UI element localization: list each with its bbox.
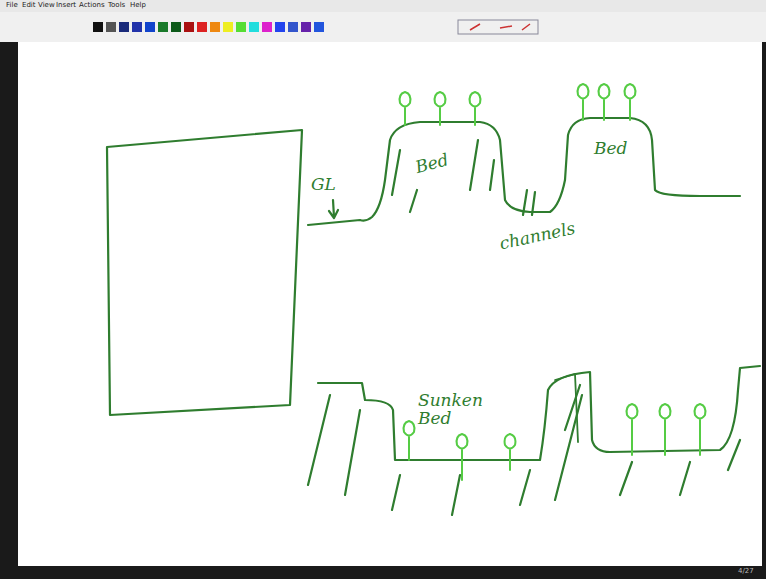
- bed-label: Bed: [592, 140, 629, 158]
- menu-item: Actions: [79, 2, 105, 9]
- menu-item: Help: [130, 2, 146, 9]
- gl-arrow: [329, 200, 338, 218]
- soil-hatching: [392, 140, 535, 215]
- menu-item: View: [38, 2, 55, 9]
- sunken-bed-profile: [318, 366, 760, 460]
- bottom-frame: [0, 566, 766, 579]
- page-number: 4/27: [738, 568, 754, 575]
- tool-bar: [0, 12, 766, 42]
- menu-item: Edit: [22, 2, 36, 9]
- soil-hatching: [308, 385, 740, 515]
- drawing-strokes: [107, 118, 760, 515]
- menu-item: Insert: [56, 2, 76, 9]
- ground-level-label: GL: [309, 176, 338, 194]
- plants: [400, 84, 706, 480]
- sunken-bed-label: Sunken Bed: [416, 392, 482, 428]
- canvas: [18, 42, 762, 566]
- building-outline: [107, 130, 302, 415]
- menu-bar: [0, 0, 766, 12]
- color-palette: [93, 20, 538, 34]
- raised-bed-profile: [308, 118, 740, 225]
- menu-item: File: [6, 2, 18, 9]
- menu-item: Tools: [108, 2, 125, 9]
- bund-outline: [555, 374, 578, 442]
